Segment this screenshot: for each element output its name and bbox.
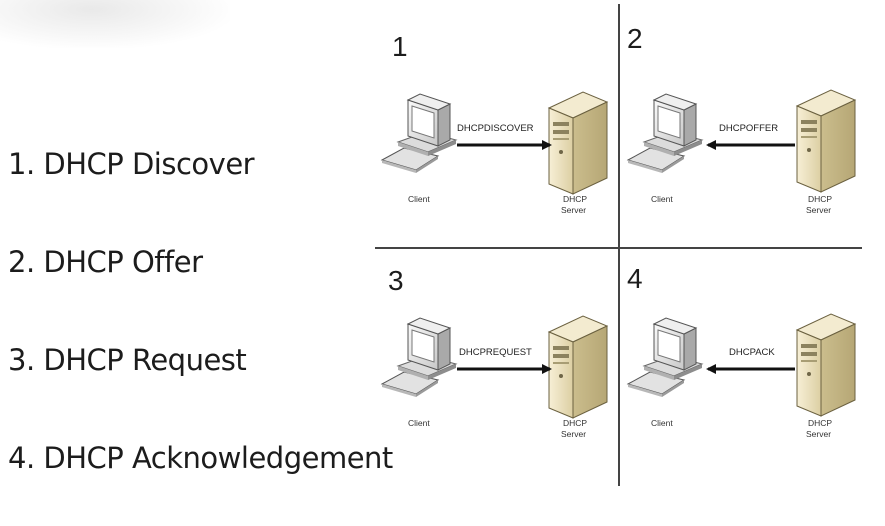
dhcp-server-icon bbox=[796, 313, 856, 417]
client-computer-icon bbox=[381, 317, 457, 398]
client-label: Client bbox=[651, 194, 673, 204]
step-discover: 1. DHCP Discover bbox=[8, 147, 255, 181]
client-label: Client bbox=[408, 418, 430, 428]
client-computer-icon bbox=[627, 317, 703, 398]
quadrant-number: 3 bbox=[388, 265, 404, 296]
server-label-line1: DHCP bbox=[808, 194, 832, 204]
quadrant-number: 4 bbox=[627, 263, 643, 294]
quadrant-acknowledgement: 4 DHCPACK Client DHCP Server bbox=[627, 263, 856, 439]
dhcp-server-icon bbox=[548, 91, 608, 195]
quadrant-number: 1 bbox=[392, 31, 408, 62]
dhcp-server-icon bbox=[548, 315, 608, 419]
message-label: DHCPACK bbox=[729, 347, 775, 358]
quadrant-request: 3 DHCPREQUEST Client DHCP Server bbox=[381, 265, 608, 439]
server-label-line1: DHCP bbox=[563, 194, 587, 204]
server-label-line1: DHCP bbox=[808, 418, 832, 428]
message-label: DHCPOFFER bbox=[719, 123, 778, 134]
server-label-line1: DHCP bbox=[563, 418, 587, 428]
server-label-line2: Server bbox=[561, 205, 586, 215]
message-label: DHCPREQUEST bbox=[459, 347, 532, 358]
step-request: 3. DHCP Request bbox=[8, 343, 247, 377]
client-computer-icon bbox=[381, 93, 457, 174]
message-label: DHCPDISCOVER bbox=[457, 123, 534, 134]
step-offer: 2. DHCP Offer bbox=[8, 245, 203, 279]
server-label-line2: Server bbox=[806, 429, 831, 439]
step-acknowledgement: 4. DHCP Acknowledgement bbox=[8, 441, 393, 475]
client-label: Client bbox=[651, 418, 673, 428]
server-label-line2: Server bbox=[806, 205, 831, 215]
client-label: Client bbox=[408, 194, 430, 204]
quadrant-offer: 2 DHCPOFFER Client DHCP Server bbox=[627, 23, 856, 215]
quadrant-discover: 1 DHCPDISCOVER Client DHCP Server bbox=[381, 31, 608, 215]
server-label-line2: Server bbox=[561, 429, 586, 439]
background-glow bbox=[0, 0, 230, 48]
client-computer-icon bbox=[627, 93, 703, 174]
dhcp-server-icon bbox=[796, 89, 856, 193]
quadrant-number: 2 bbox=[627, 23, 643, 54]
